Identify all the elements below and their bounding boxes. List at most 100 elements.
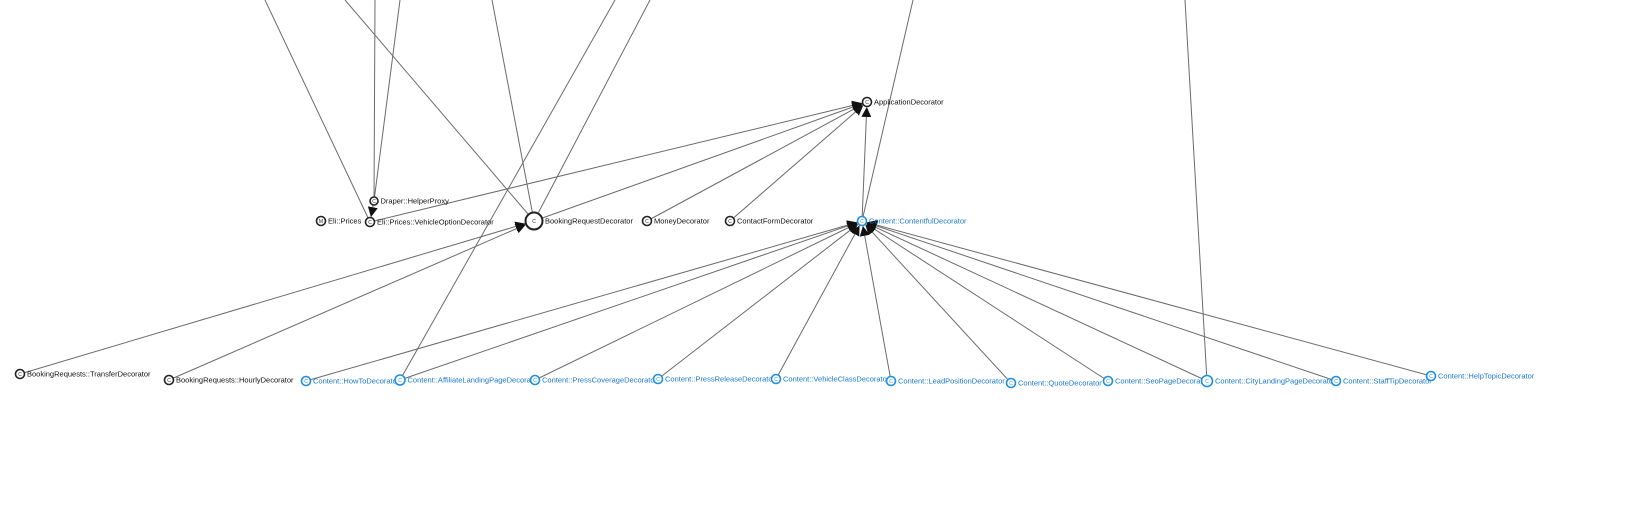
edge-offscreen-to-content-affiliatelandingpagedecorator [399,0,616,381]
node-label[interactable]: Content::QuoteDecorator [1018,379,1102,388]
node-label[interactable]: Content::ContentfulDecorator [869,217,967,226]
class-node-icon[interactable] [529,374,541,386]
edge-content-seopagedecorator-to-content-contentfuldecorator [866,223,1109,382]
node-type-glyph: C [865,100,869,106]
node-type-glyph: C [1009,381,1013,387]
class-node-icon[interactable] [885,375,897,387]
edge-content-quotedecorator-to-content-contentfuldecorator [865,224,1012,384]
edge-content-stafftipdecorator-to-content-contentfuldecorator [866,221,1337,382]
edge-offscreen-to-content-contentfuldecorator [861,0,914,222]
node-type-glyph: C [656,377,660,383]
node-bookingrequestdecorator[interactable]: C BookingRequestDecorator [524,211,634,231]
class-node-icon[interactable] [652,373,664,385]
edge-content-contentfuldecorator-to-application-decorator [861,106,872,222]
node-label[interactable]: MoneyDecorator [654,217,710,226]
class-node-icon[interactable] [163,374,175,386]
node-label[interactable]: BookingRequests::TransferDecorator [27,370,151,379]
class-node-icon[interactable] [1330,375,1342,387]
node-content-quotedecorator[interactable]: C Content::QuoteDecorator [1005,377,1103,389]
node-draper-helperproxy[interactable]: C Draper::HelperProxy [369,196,450,206]
node-label[interactable]: Content::VehicleClassDecorator [783,375,890,384]
class-node-icon[interactable] [1102,375,1114,387]
node-contactformdecorator[interactable]: C ContactFormDecorator [724,215,814,227]
node-type-glyph: C [728,219,732,225]
node-label[interactable]: Content::HelpTopicDecorator [1438,372,1535,381]
node-label[interactable]: Draper::HelperProxy [381,197,450,206]
class-node-icon[interactable] [315,215,327,227]
node-application-decorator[interactable]: C ApplicationDecorator [861,96,945,108]
edge-offscreen-to-bookingrequestdecorator [344,0,535,222]
node-type-glyph: C [167,378,171,384]
node-bookingrequests-hourlydecorator[interactable]: C BookingRequests::HourlyDecorator [163,374,295,386]
node-label[interactable]: Eli::Prices::VehicleOptionDecorator [377,218,494,227]
edge-bookingrequests-hourlydecorator-to-bookingrequestdecorator [168,224,526,381]
node-label[interactable]: Content::PressReleaseDecorator [665,375,776,384]
edge-offscreen-to-bookingrequestdecorator [533,0,651,222]
node-label[interactable]: Content::LeadPositionDecorator [898,377,1005,386]
node-label[interactable]: ContactFormDecorator [737,217,814,226]
edge-content-pressreleasedecorator-to-content-contentfuldecorator [657,224,859,380]
node-type-glyph: C [18,372,22,378]
class-node-icon[interactable] [524,211,544,231]
edge-offscreen-to-bookingrequestdecorator [491,0,535,222]
node-type-glyph: C [532,219,536,225]
edge-content-helptopicdecorator-to-content-contentfuldecorator [866,220,1432,377]
node-label[interactable]: BookingRequestDecorator [545,217,633,226]
node-type-glyph: C [533,378,537,384]
class-node-icon[interactable] [1425,370,1437,382]
edge-content-citylandingpagedecorator-to-content-contentfuldecorator [866,222,1208,382]
node-label[interactable]: Content::AffiliateLandingPageDecorator [408,376,541,385]
node-type-glyph: C [774,377,778,383]
edge-eli-prices-vehicleoptiondecorator-to-application-decorator [369,100,863,223]
node-label[interactable]: Eli::Prices [328,217,362,226]
class-node-icon[interactable] [861,96,873,108]
class-node-icon[interactable] [641,215,653,227]
class-node-icon[interactable] [369,196,379,206]
node-type-glyph: C [1334,379,1338,385]
node-label[interactable]: Content::PressCoverageDecorator [542,376,658,385]
class-node-icon[interactable] [394,374,406,386]
node-type-glyph: C [372,199,376,205]
node-label[interactable]: BookingRequests::HourlyDecorator [176,376,294,385]
edge-content-howtodecorator-to-content-contentfuldecorator [305,220,858,382]
node-eli-prices-vehicleoptiondecorator[interactable]: C Eli::Prices::VehicleOptionDecorator [364,216,495,228]
node-type-glyph: C [1205,379,1209,385]
class-node-icon[interactable] [300,375,312,387]
class-node-icon[interactable] [1200,374,1214,388]
node-type-glyph: C [368,220,372,226]
node-type-glyph: C [398,378,402,384]
edge-offscreen-to-draper-helperproxy [373,0,401,202]
node-type-glyph: M [319,219,323,225]
class-node-icon[interactable] [770,373,782,385]
edge-contactformdecorator-to-application-decorator [729,105,864,222]
class-node-icon[interactable] [856,215,868,227]
node-label[interactable]: Content::CityLandingPageDecorator [1215,377,1336,386]
class-node-icon[interactable] [1005,377,1017,389]
node-label[interactable]: Content::HowToDecorator [313,377,400,386]
edge-bookingrequests-transferdecorator-to-bookingrequestdecorator [19,221,526,375]
class-node-icon[interactable] [724,215,736,227]
node-content-vehicleclassdecorator[interactable]: C Content::VehicleClassDecorator [770,373,890,385]
edge-moneydecorator-to-application-decorator [646,104,863,222]
edge-content-affiliatelandingpagedecorator-to-content-contentfuldecorator [399,221,858,381]
node-content-stafftipdecorator[interactable]: C Content::StaffTipDecorator [1330,375,1433,387]
node-label[interactable]: Content::StaffTipDecorator [1343,377,1432,386]
class-node-icon[interactable] [364,216,376,228]
node-label[interactable]: ApplicationDecorator [874,98,944,107]
class-node-icon[interactable] [14,368,26,380]
node-eli-prices[interactable]: M Eli::Prices [315,215,362,227]
node-label[interactable]: Content::SeoPageDecorator [1115,377,1210,386]
node-bookingrequests-transferdecorator[interactable]: C BookingRequests::TransferDecorator [14,368,152,380]
